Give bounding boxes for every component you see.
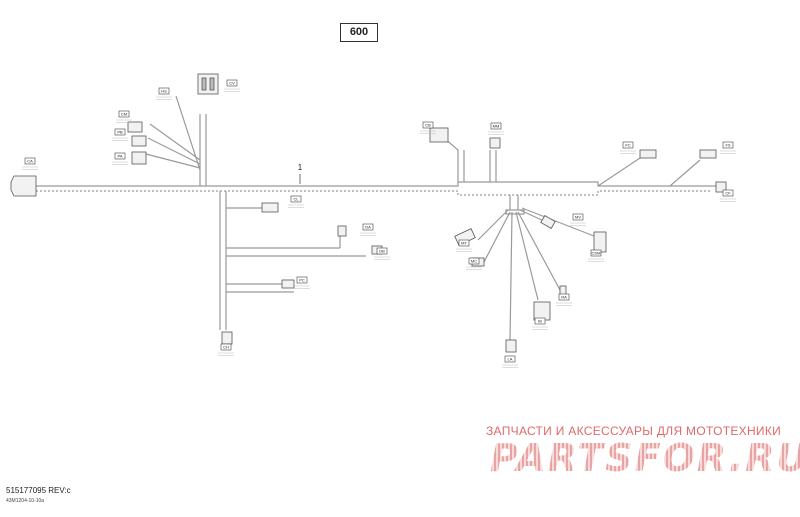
watermark-logo: PARTSFOR.RU bbox=[490, 436, 800, 480]
main-harness-trunk bbox=[36, 181, 712, 187]
part-number: 515177095 REV:c bbox=[6, 486, 71, 495]
connector-code: MC bbox=[471, 259, 477, 264]
connector-CM bbox=[127, 121, 143, 133]
connector-code: CH bbox=[223, 345, 229, 350]
connector-tag-mt: MT bbox=[456, 239, 472, 252]
watermark-tagline: ЗАПЧАСТИ И АКСЕССУАРЫ ДЛЯ МОТОТЕХНИКИ bbox=[486, 424, 782, 438]
connector-tag-db: DB bbox=[374, 247, 390, 260]
connector-PC bbox=[281, 279, 295, 289]
connector-LA bbox=[505, 339, 517, 353]
connector-tag-cl: CL bbox=[288, 195, 304, 208]
connector-code: MM bbox=[493, 124, 500, 129]
connector-code: DB bbox=[379, 249, 385, 254]
connector-CSM bbox=[593, 231, 607, 253]
drawing-id: 43M1204-10-10a bbox=[6, 498, 45, 504]
connector-CB bbox=[429, 127, 449, 143]
connector-MV bbox=[540, 214, 556, 230]
connector-code: RA bbox=[561, 295, 567, 300]
connector-PA bbox=[131, 151, 147, 165]
connector-tag-hs: HS bbox=[156, 87, 172, 100]
ecm-module bbox=[10, 175, 37, 197]
connector-code: DA bbox=[365, 225, 371, 230]
connector-tag-cv: CV bbox=[224, 79, 240, 92]
connector-code: CL bbox=[293, 197, 299, 202]
connector-tag-mc: MC bbox=[466, 257, 482, 270]
connector-tag-pc: PC bbox=[294, 276, 310, 289]
connector-code: IB bbox=[538, 319, 542, 324]
connector-code: HS bbox=[161, 89, 167, 94]
connector-tag-fs: FS bbox=[720, 141, 736, 154]
connector-CH bbox=[221, 331, 233, 345]
connector-tag-cm: CM bbox=[116, 110, 132, 123]
connector-tag-ca: CA bbox=[22, 157, 38, 170]
connector-tag-ra: RA bbox=[556, 293, 572, 306]
connector-code: FS bbox=[725, 143, 730, 148]
model-number-box: 600 bbox=[340, 23, 378, 42]
connector-tag-cb: CB bbox=[420, 121, 436, 134]
connector-IB bbox=[533, 301, 551, 321]
connector-code: LA bbox=[508, 357, 513, 362]
connector-tag-cf: CF bbox=[720, 189, 736, 202]
connector-code: MT bbox=[461, 241, 467, 246]
connector-code: CB bbox=[425, 123, 431, 128]
connector-tag-mv: MV bbox=[570, 213, 586, 226]
connector-DA bbox=[337, 225, 347, 237]
connector-code: PA bbox=[117, 154, 122, 159]
connector-code: CA bbox=[27, 159, 33, 164]
connector-code: FC bbox=[625, 143, 630, 148]
connector-tag-la: LA bbox=[502, 355, 518, 368]
connector-code: CSM bbox=[592, 251, 601, 256]
harness-label: 1 bbox=[298, 163, 303, 172]
connector-tag-csm: CSM bbox=[588, 249, 604, 262]
connector-tag-fc: FC bbox=[620, 141, 636, 154]
connector-tag-ib: IB bbox=[532, 317, 548, 330]
connector-code: CV bbox=[229, 81, 235, 86]
connector-tag-pa: PA bbox=[112, 152, 128, 165]
connector-CV bbox=[197, 73, 219, 95]
connector-code: PC bbox=[299, 278, 305, 283]
left-branch bbox=[219, 191, 227, 330]
connector-CF bbox=[715, 181, 727, 193]
connector-CL bbox=[261, 202, 279, 213]
connector-tag-mm: MM bbox=[488, 122, 504, 135]
connector-FC bbox=[639, 149, 657, 159]
connector-MM bbox=[489, 137, 501, 149]
connector-code: MV bbox=[575, 215, 581, 220]
connector-code: PB bbox=[117, 130, 123, 135]
connector-FS bbox=[699, 149, 717, 159]
connector-tag-da: DA bbox=[360, 223, 376, 236]
connector-code: CF bbox=[725, 191, 731, 196]
connector-code: CM bbox=[121, 112, 127, 117]
connector-PB bbox=[131, 135, 147, 147]
connector-tag-ch: CH bbox=[218, 343, 234, 356]
connector-tag-pb: PB bbox=[112, 128, 128, 141]
